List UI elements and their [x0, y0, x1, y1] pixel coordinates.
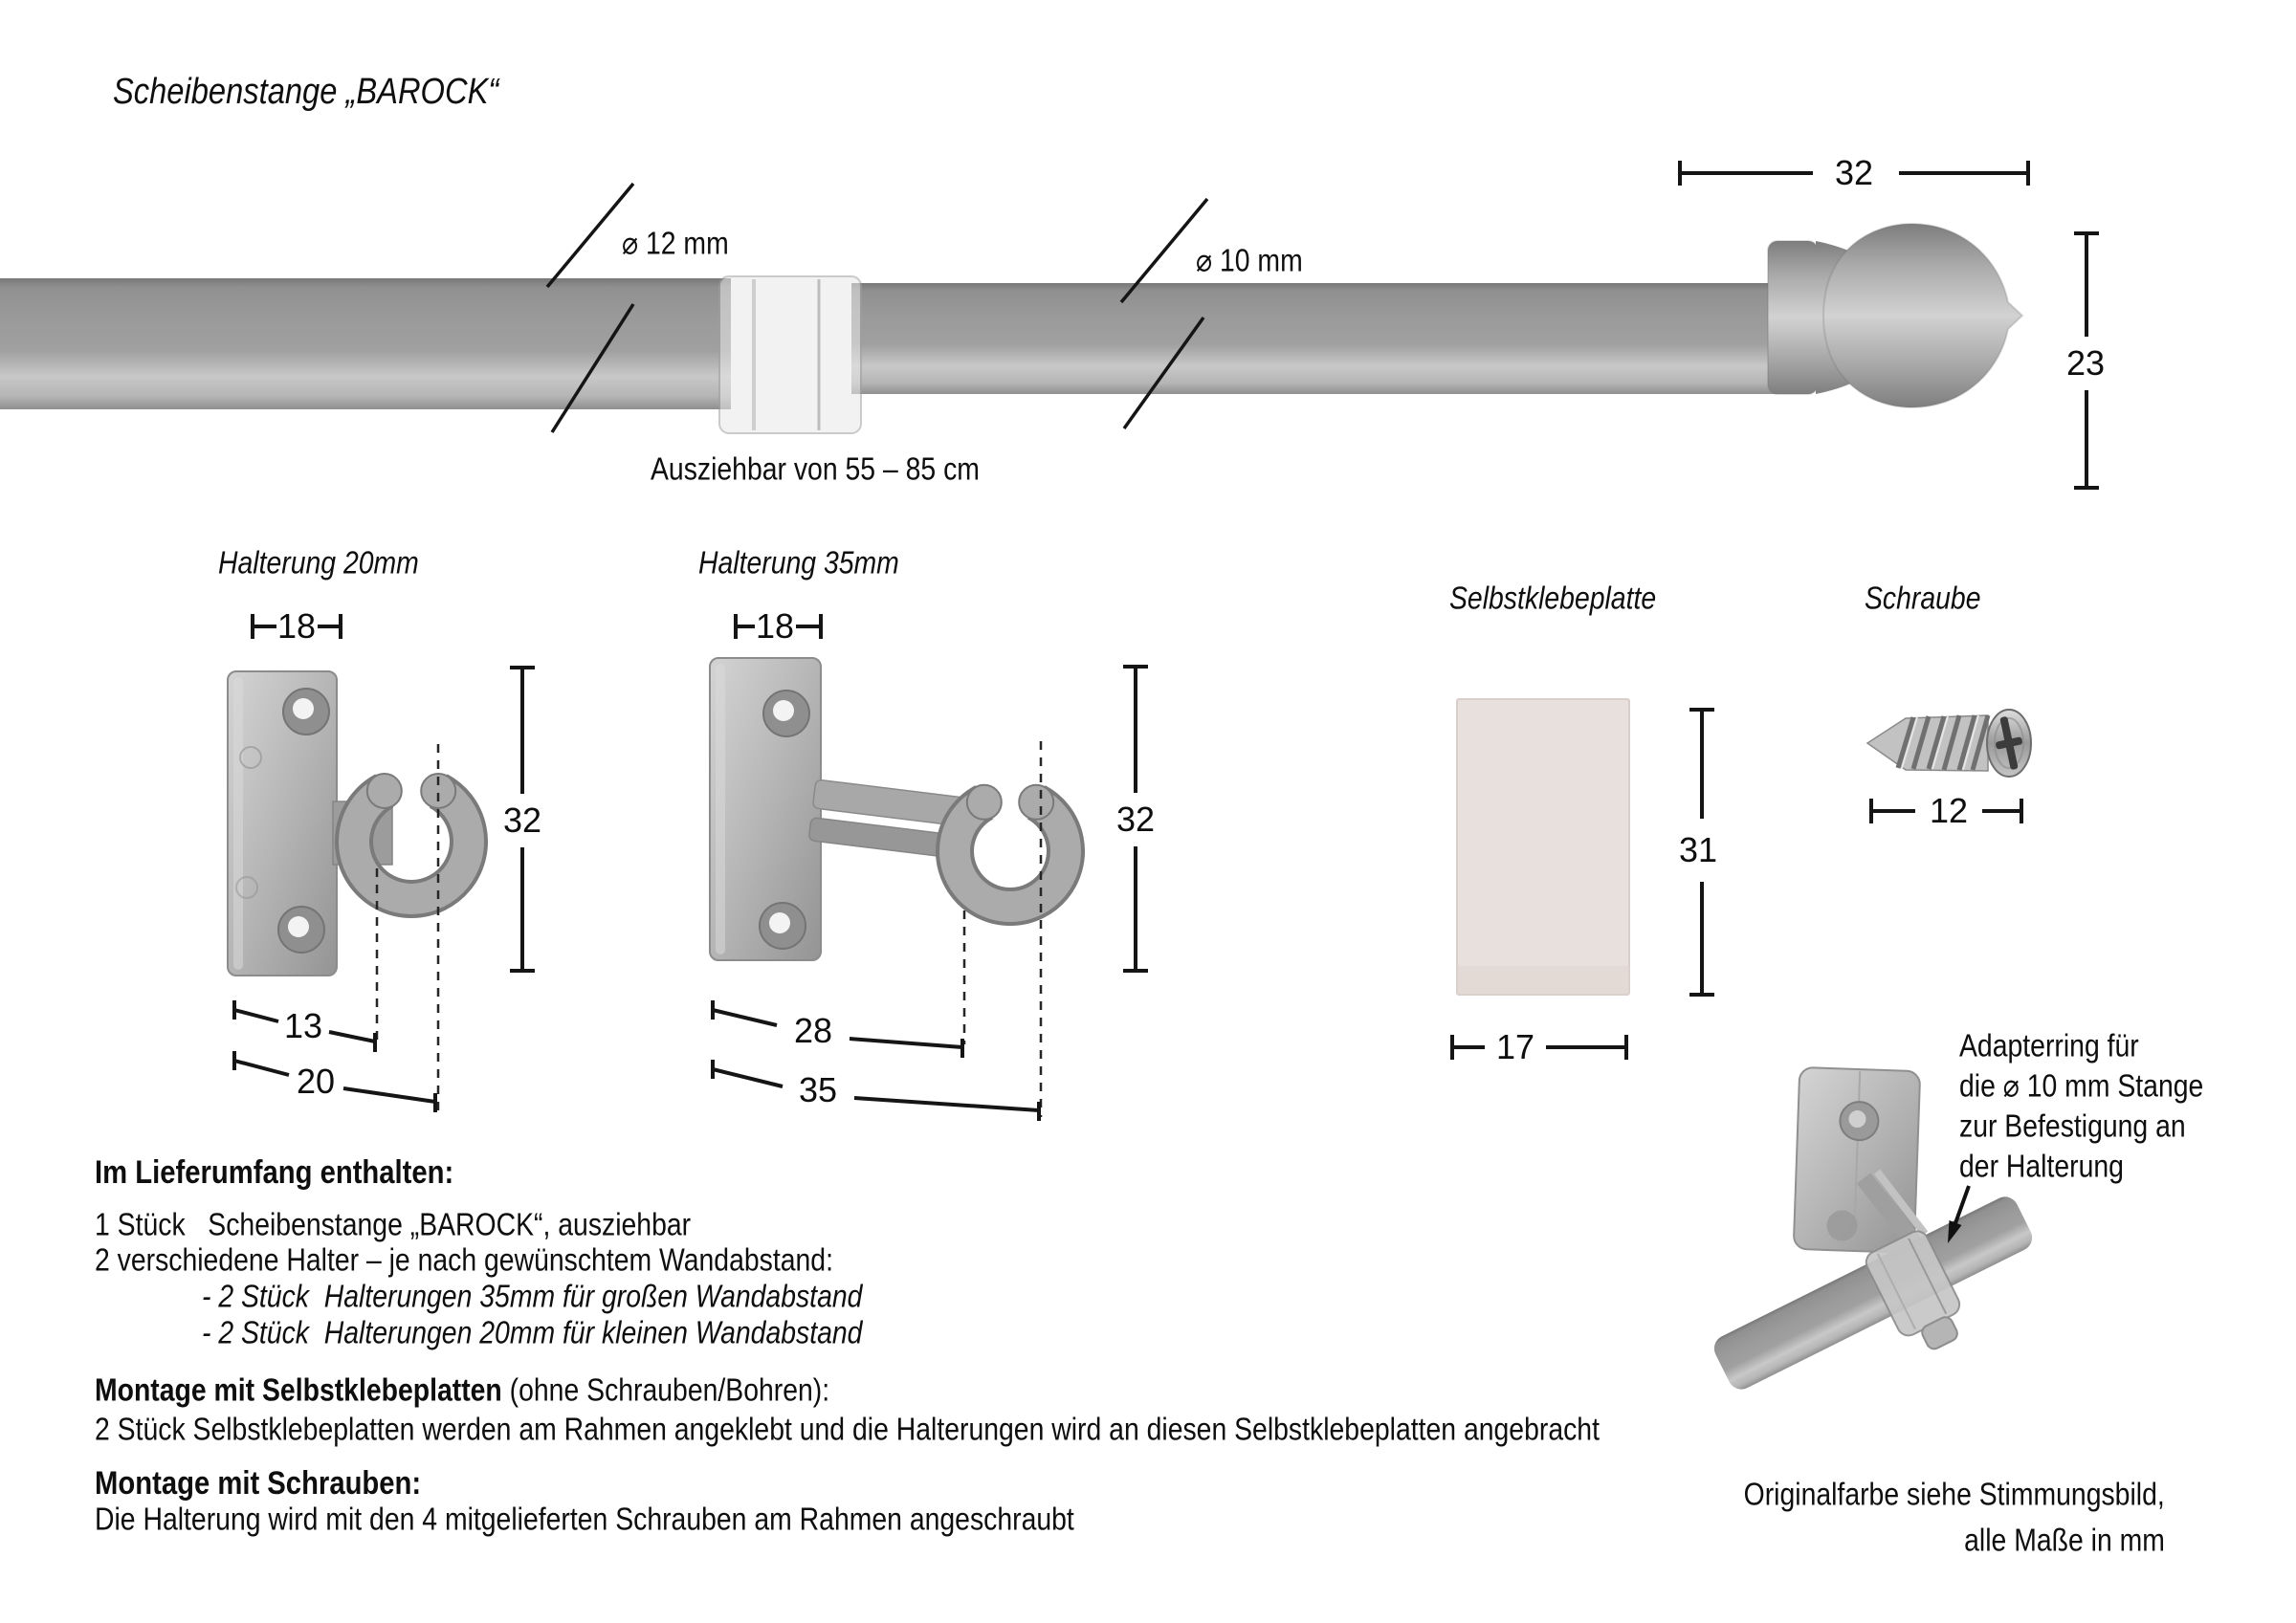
- included-item2: 2 verschiedene Halter – je nach gewünsch…: [95, 1241, 833, 1278]
- rod-extension-label: Ausziehbar von 55 – 85 cm: [651, 450, 980, 487]
- mounting-adhesive-heading: Montage mit Selbstklebeplatten (ohne Sch…: [95, 1374, 829, 1406]
- rod-section-12mm: [0, 278, 731, 409]
- bracket-20-height-dim: 32: [502, 801, 542, 840]
- bracket-20-top-dim: 18: [276, 606, 317, 646]
- adhesive-plate-height-dim: 31: [1678, 830, 1718, 869]
- bracket-35-depth-inner-dim: 28: [793, 1011, 833, 1050]
- bracket-35-depth-outer-dim: 35: [798, 1070, 838, 1109]
- bracket-35-top-dim: 18: [755, 606, 795, 646]
- mounting-screws-body: Die Halterung wird mit den 4 mitgeliefer…: [95, 1501, 1074, 1537]
- adapter-note-line3: zur Befestigung an: [1959, 1108, 2186, 1144]
- rod-dia-10-label: ⌀ 10 mm: [1196, 242, 1303, 278]
- bracket-20-depth-outer-dim: 20: [296, 1062, 336, 1101]
- included-sub-item1: - 2 Stück Halterungen 35mm für großen Wa…: [202, 1278, 863, 1314]
- bracket-20-graphic: [227, 670, 488, 976]
- screw-label: Schraube: [1865, 580, 1981, 616]
- footer-note-line1: Originalfarbe siehe Stimmungsbild,: [1743, 1476, 2165, 1512]
- included-item1: 1 Stück Scheibenstange „BAROCK“, auszieh…: [95, 1206, 692, 1242]
- footer-note-line2: alle Maße in mm: [1964, 1522, 2165, 1558]
- included-sub-item2: - 2 Stück Halterungen 20mm für kleinen W…: [202, 1314, 863, 1350]
- finial-height-dim: 23: [2065, 343, 2106, 383]
- adapter-note-line2: die ⌀ 10 mm Stange: [1959, 1067, 2204, 1104]
- rod-section-10mm: [851, 283, 1789, 394]
- mounting-screws-heading: Montage mit Schrauben:: [95, 1465, 422, 1502]
- adapter-note-line4: der Halterung: [1959, 1148, 2124, 1184]
- bracket-20-label: Halterung 20mm: [218, 544, 419, 581]
- finial-width-dim: 32: [1834, 153, 1874, 192]
- rod-dia-12-label: ⌀ 12 mm: [622, 225, 729, 261]
- screw-graphic: [1866, 709, 2032, 778]
- bracket-35-height-dim: 32: [1115, 800, 1156, 839]
- adhesive-plate-graphic: [1456, 698, 1630, 996]
- page-title: Scheibenstange „BAROCK“: [113, 72, 499, 112]
- adapter-note-line1: Adapterring für: [1959, 1027, 2139, 1064]
- adapter-ring-photo: [1713, 1066, 2033, 1390]
- adhesive-plate-label: Selbstklebeplatte: [1449, 580, 1657, 616]
- finial-graphic: [1767, 222, 2024, 409]
- mounting-adhesive-heading-bold: Montage mit Selbstklebeplatten: [95, 1371, 502, 1408]
- diameter-leader-lines: [545, 182, 1209, 433]
- connector-sleeve: [718, 275, 862, 434]
- dimension-lines: [232, 161, 2099, 1121]
- bracket-35-label: Halterung 35mm: [698, 544, 899, 581]
- mounting-adhesive-body: 2 Stück Selbstklebeplatten werden am Rah…: [95, 1411, 1600, 1447]
- mounting-adhesive-heading-regular: (ohne Schrauben/Bohren):: [501, 1371, 830, 1408]
- screw-length-dim: 12: [1929, 791, 1969, 830]
- included-heading: Im Lieferumfang enthalten:: [95, 1154, 454, 1191]
- bracket-35-graphic: [709, 657, 1085, 961]
- bracket-20-depth-inner-dim: 13: [283, 1006, 323, 1045]
- adhesive-plate-width-dim: 17: [1495, 1027, 1535, 1066]
- projection-dashed-lines: [375, 741, 1043, 1117]
- adapter-arrow: [1948, 1185, 1971, 1243]
